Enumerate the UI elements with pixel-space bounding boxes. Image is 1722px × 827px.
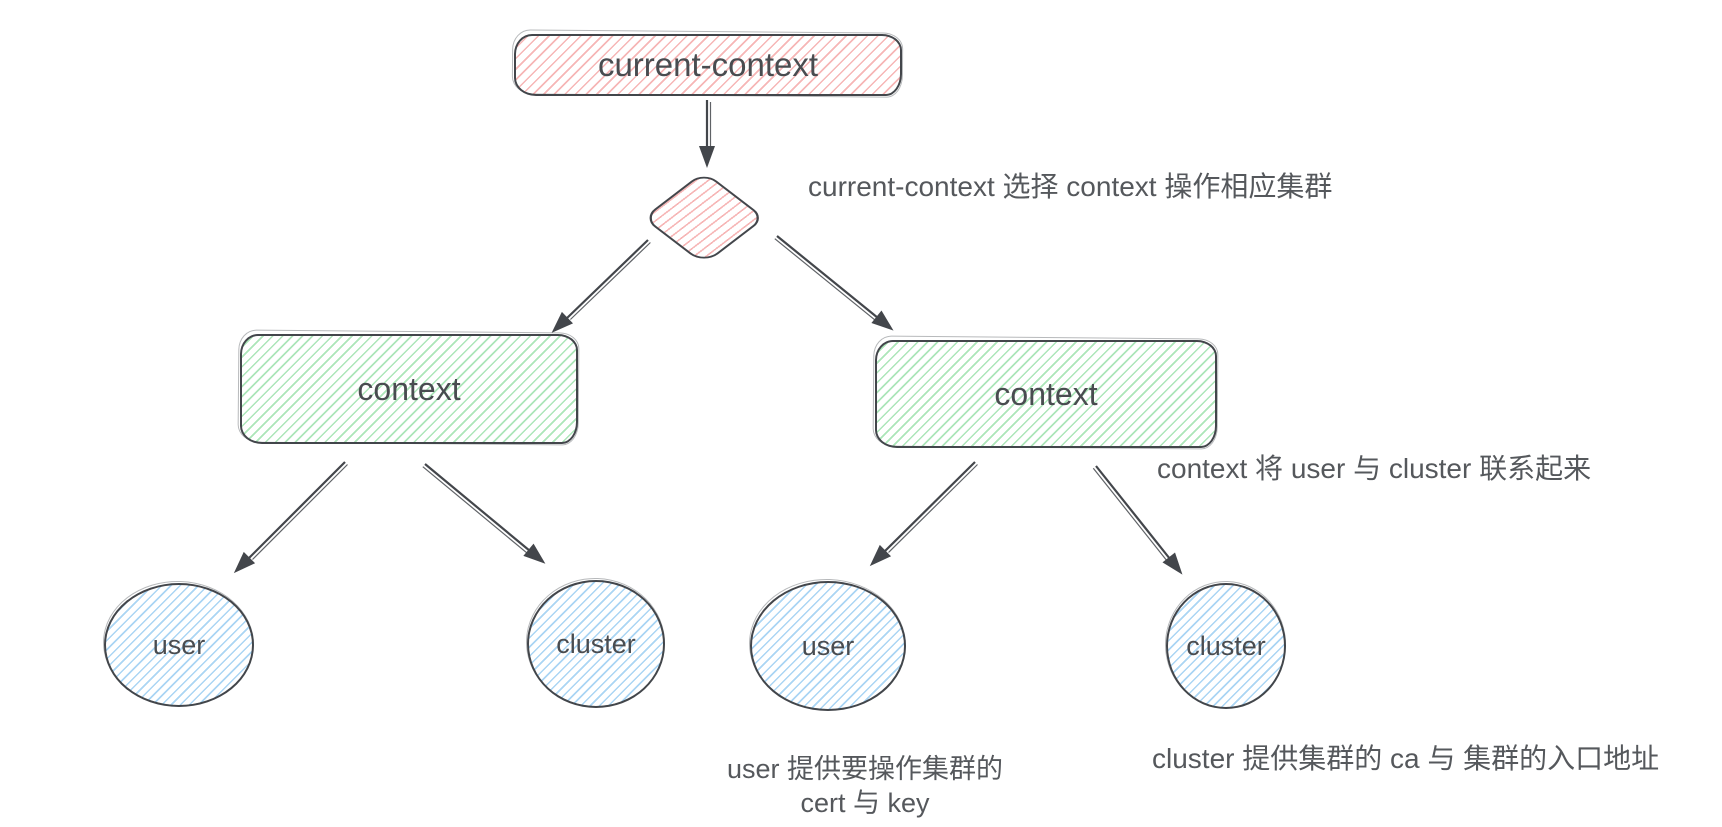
arrow-sketch-line <box>252 464 348 560</box>
node-current-context: current-context <box>514 34 902 96</box>
node-context-right: context <box>875 340 1217 448</box>
node-context-left-label: context <box>357 370 461 407</box>
node-user-right: user <box>750 581 906 711</box>
node-context-right-label: context <box>994 375 1098 412</box>
arrow-sketch-line <box>422 466 529 555</box>
node-cluster-right-label: cluster <box>1186 630 1266 661</box>
decision-diamond-shape <box>641 170 766 266</box>
node-cluster-left-label: cluster <box>556 628 636 659</box>
annotation-current-context: current-context 选择 context 操作相应集群 <box>808 171 1333 202</box>
annotation-context: context 将 user 与 cluster 联系起来 <box>1157 453 1592 484</box>
arrow-context-left-to-user <box>233 461 346 574</box>
node-current-context-label: current-context <box>597 46 819 83</box>
node-decision-diamond <box>641 170 766 266</box>
node-context-left: context <box>240 334 578 444</box>
annotation-cluster: cluster 提供集群的 ca 与 集群的入口地址 <box>1152 743 1660 774</box>
arrow-decision-to-context-right <box>776 235 894 331</box>
annotation-user: user 提供要操作集群的 cert 与 key <box>640 752 1090 820</box>
arrow-context-right-to-user <box>869 461 976 567</box>
node-user-left: user <box>104 583 254 707</box>
arrow-sketch-line <box>569 242 651 320</box>
node-user-right-label: user <box>801 630 855 661</box>
arrow-context-left-to-cluster <box>424 463 546 564</box>
arrow-sketch-line <box>888 464 978 553</box>
node-cluster-left: cluster <box>527 580 665 708</box>
arrow-decision-to-context-left <box>551 239 649 333</box>
annotation-user-line2: cert 与 key <box>800 788 930 818</box>
annotation-user-line1: user 提供要操作集群的 <box>726 754 1004 784</box>
node-user-left-label: user <box>152 629 206 660</box>
node-cluster-right: cluster <box>1166 583 1286 709</box>
arrow-sketch-line <box>774 238 877 322</box>
